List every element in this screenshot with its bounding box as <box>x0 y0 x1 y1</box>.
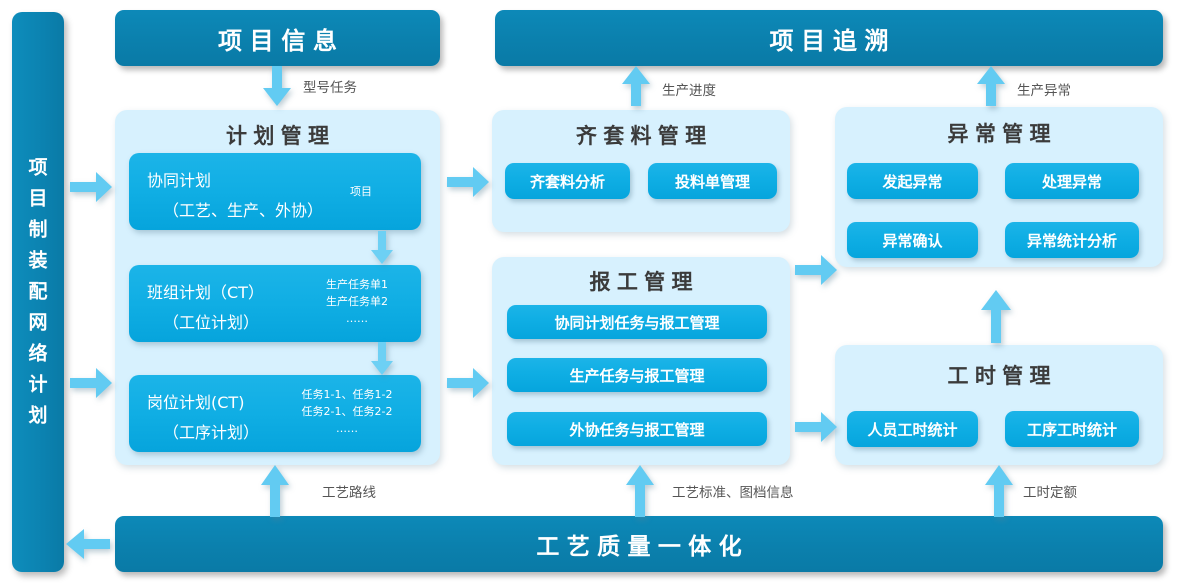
plan-row-team-aside-0: 生产任务单1 <box>326 278 388 291</box>
left-rail-char-4: 配 <box>28 280 48 303</box>
left-rail-char-3: 装 <box>28 249 48 272</box>
plan-row-team[interactable]: 班组计划（CT） （工位计划） 生产任务单1 生产任务单2 …… <box>129 265 421 342</box>
footer-process-quality-integration-label: 工艺质量一体化 <box>536 534 749 560</box>
plan-row-station[interactable]: 岗位计划(CT) （工序计划） 任务1-1、任务1-2 任务2-1、任务2-2 … <box>129 375 421 452</box>
plan-row-station-aside-0: 任务1-1、任务1-2 <box>301 388 393 401</box>
panel-labor-hour-management-title: 工时管理 <box>947 364 1057 388</box>
label-production-progress: 生产进度 <box>662 83 716 99</box>
panel-exception-management-title: 异常管理 <box>947 122 1057 146</box>
panel-plan-management-title: 计划管理 <box>226 124 336 148</box>
label-model-task: 型号任务 <box>303 80 357 96</box>
plan-row-station-aside: 任务1-1、任务1-2 任务2-1、任务2-2 …… <box>287 386 407 437</box>
plan-row-team-aside: 生产任务单1 生产任务单2 …… <box>307 276 407 327</box>
arrow-up-process-route <box>261 465 289 517</box>
arrow-left-footer-to-rail <box>66 529 110 559</box>
left-rail-char-0: 项 <box>28 156 48 179</box>
button-confirm-exception[interactable]: 异常确认 <box>847 222 978 258</box>
left-rail-char-6: 络 <box>28 342 48 365</box>
button-handle-exception[interactable]: 处理异常 <box>1005 163 1139 199</box>
arrow-right-report-to-exception <box>795 255 837 285</box>
left-rail-char-8: 划 <box>28 404 48 427</box>
button-production-task-report-label: 生产任务与报工管理 <box>569 366 705 385</box>
plan-row-collaborative-line2: （工艺、生产、外协） <box>163 201 324 220</box>
plan-row-team-aside-1: 生产任务单2 <box>326 295 388 308</box>
label-production-exception: 生产异常 <box>1017 83 1071 99</box>
header-project-trace[interactable]: 项目追溯 <box>495 10 1163 66</box>
button-collab-task-report-label: 协同计划任务与报工管理 <box>554 313 720 332</box>
arrow-down-model-task <box>263 66 291 106</box>
button-kitting-analysis-label: 齐套料分析 <box>529 172 605 191</box>
arrow-down-collab-to-team <box>371 231 393 264</box>
arrow-up-process-standard <box>626 465 654 517</box>
left-rail-project-network-plan: 项 目 制 装 配 网 络 计 划 <box>12 12 64 572</box>
button-confirm-exception-label: 异常确认 <box>882 231 943 250</box>
plan-row-collaborative[interactable]: 协同计划 （工艺、生产、外协） 项目 <box>129 153 421 230</box>
button-personnel-hour-stats[interactable]: 人员工时统计 <box>847 411 978 447</box>
button-production-task-report[interactable]: 生产任务与报工管理 <box>507 358 767 392</box>
arrow-right-report-to-labor <box>795 412 837 442</box>
arrow-right-plan-to-kitting <box>447 167 489 197</box>
plan-row-station-aside-1: 任务2-1、任务2-2 <box>301 405 393 418</box>
button-exception-statistics[interactable]: 异常统计分析 <box>1005 222 1139 258</box>
plan-row-collaborative-aside: 项目 <box>315 183 407 200</box>
button-raise-exception[interactable]: 发起异常 <box>847 163 978 199</box>
arrow-up-labor-quota <box>985 465 1013 517</box>
button-exception-statistics-label: 异常统计分析 <box>1026 231 1117 250</box>
plan-row-station-line2: （工序计划） <box>163 423 260 442</box>
left-rail-char-1: 目 <box>28 187 48 210</box>
button-process-hour-stats[interactable]: 工序工时统计 <box>1005 411 1139 447</box>
button-outsource-task-report[interactable]: 外协任务与报工管理 <box>507 412 767 446</box>
arrow-up-labor-to-exception <box>981 290 1011 343</box>
arrow-up-production-exception <box>977 66 1005 106</box>
arrow-right-plan-to-report <box>447 368 489 398</box>
button-personnel-hour-stats-label: 人员工时统计 <box>867 420 958 439</box>
panel-material-kitting-title: 齐套料管理 <box>575 124 713 148</box>
plan-row-collaborative-line1: 协同计划 <box>147 171 212 190</box>
button-outsource-task-report-label: 外协任务与报工管理 <box>569 420 705 439</box>
button-collab-task-report[interactable]: 协同计划任务与报工管理 <box>507 305 767 339</box>
arrow-up-production-progress <box>622 66 650 106</box>
panel-work-reporting-title: 报工管理 <box>589 270 699 294</box>
plan-row-team-aside-2: …… <box>346 312 368 325</box>
plan-row-station-line1: 岗位计划(CT) <box>147 393 245 412</box>
button-kitting-analysis[interactable]: 齐套料分析 <box>505 163 630 199</box>
label-process-standard-docs: 工艺标准、图档信息 <box>672 485 794 501</box>
left-rail-char-2: 制 <box>28 218 48 241</box>
header-project-trace-label: 项目追溯 <box>769 26 897 55</box>
plan-row-collaborative-aside-0: 项目 <box>350 185 372 198</box>
button-process-hour-stats-label: 工序工时统计 <box>1026 420 1117 439</box>
button-raise-exception-label: 发起异常 <box>882 172 943 191</box>
arrow-right-rail-to-plan-lower <box>70 368 112 398</box>
plan-row-station-aside-2: …… <box>336 422 358 435</box>
header-project-info[interactable]: 项目信息 <box>115 10 440 66</box>
arrow-down-team-to-station <box>371 342 393 375</box>
footer-process-quality-integration[interactable]: 工艺质量一体化 <box>115 516 1163 572</box>
header-project-info-label: 项目信息 <box>217 26 345 55</box>
left-rail-label: 项 目 制 装 配 网 络 计 划 <box>12 153 64 432</box>
button-feed-order-management[interactable]: 投料单管理 <box>648 163 777 199</box>
button-handle-exception-label: 处理异常 <box>1041 172 1102 191</box>
left-rail-char-7: 计 <box>28 373 48 396</box>
label-labor-quota: 工时定额 <box>1023 485 1077 501</box>
plan-row-team-line2: （工位计划） <box>163 313 260 332</box>
plan-row-team-line1: 班组计划（CT） <box>147 283 264 302</box>
arrow-right-rail-to-plan-upper <box>70 172 112 202</box>
button-feed-order-management-label: 投料单管理 <box>674 172 750 191</box>
left-rail-char-5: 网 <box>28 311 48 334</box>
label-process-route: 工艺路线 <box>322 485 376 501</box>
